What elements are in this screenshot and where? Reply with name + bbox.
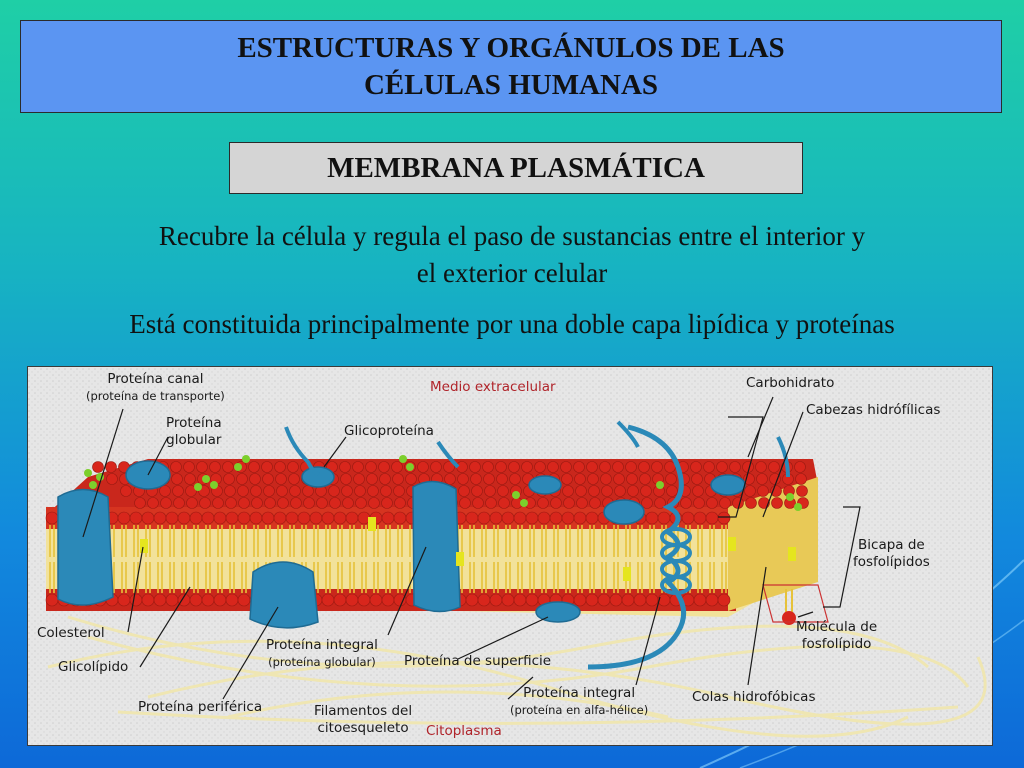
surface-protein-2 — [603, 499, 645, 525]
cytoskeleton-filaments — [47, 615, 987, 738]
cholesterol-molecules — [140, 517, 796, 581]
glycoprotein-base — [301, 466, 335, 488]
integral-protein-globular — [412, 480, 461, 613]
section-title-text: MEMBRANA PLASMÁTICA — [327, 151, 705, 184]
label-globular-protein: Proteína globular — [166, 415, 222, 448]
label-extracellular-medium: Medio extracelular — [430, 379, 556, 395]
carbohydrate-chains — [284, 420, 790, 478]
label-cytoplasm: Citoplasma — [426, 723, 502, 739]
label-phospholipid-molecule: Molécula de fosfolípido — [796, 619, 878, 652]
membrane-diagram: Proteína canal (proteína de transporte) … — [27, 366, 993, 746]
paragraph-1-line-1: Recubre la célula y regula el paso de su… — [158, 221, 866, 251]
label-surface-protein: Proteína de superficie — [404, 653, 552, 669]
label-phospholipid-bilayer: Bicapa de fosfolípidos — [853, 537, 930, 570]
section-title: MEMBRANA PLASMÁTICA — [229, 142, 803, 194]
label-hydrophilic-heads: Cabezas hidrófílicas — [806, 402, 941, 418]
label-carbohydrate: Carbohidrato — [746, 375, 835, 391]
slide-title: ESTRUCTURAS Y ORGÁNULOS DE LAS CÉLULAS H… — [20, 20, 1002, 113]
title-line-2: CÉLULAS HUMANAS — [363, 68, 659, 101]
peripheral-protein — [249, 561, 319, 629]
description-paragraph-2: Está constituida principalmente por una … — [129, 309, 895, 339]
surface-protein-3 — [710, 474, 746, 496]
label-integral-protein-alpha-helix: Proteína integral (proteína en alfa-héli… — [510, 685, 649, 717]
label-cytoskeleton-filaments: Filamentos del citoesqueleto — [314, 703, 413, 736]
description-paragraph-1: Recubre la célula y regula el paso de su… — [0, 218, 1024, 292]
label-cholesterol: Colesterol — [37, 625, 105, 641]
label-hydrophobic-tails: Colas hidrofóbicas — [692, 689, 816, 705]
glycolipid-chains — [84, 455, 802, 511]
label-glycolipid: Glicolípido — [58, 659, 129, 675]
membrane-illustration — [28, 367, 992, 745]
alpha-helix-protein — [587, 424, 687, 670]
membrane-proteins — [57, 460, 746, 629]
single-phospholipid — [762, 584, 829, 625]
title-line-1: ESTRUCTURAS Y ORGÁNULOS DE LAS — [237, 31, 785, 64]
helix-coils — [660, 527, 692, 595]
leader-lines — [82, 396, 861, 700]
label-glycoprotein: Glicoproteína — [344, 423, 434, 439]
label-channel-protein: Proteína canal (proteína de transporte) — [86, 371, 225, 403]
label-peripheral-protein: Proteína periférica — [138, 699, 263, 715]
channel-protein — [57, 488, 114, 606]
label-integral-protein-globular: Proteína integral (proteína globular) — [266, 637, 378, 669]
paragraph-1-line-2: el exterior celular — [416, 258, 608, 288]
surface-protein — [528, 475, 562, 495]
